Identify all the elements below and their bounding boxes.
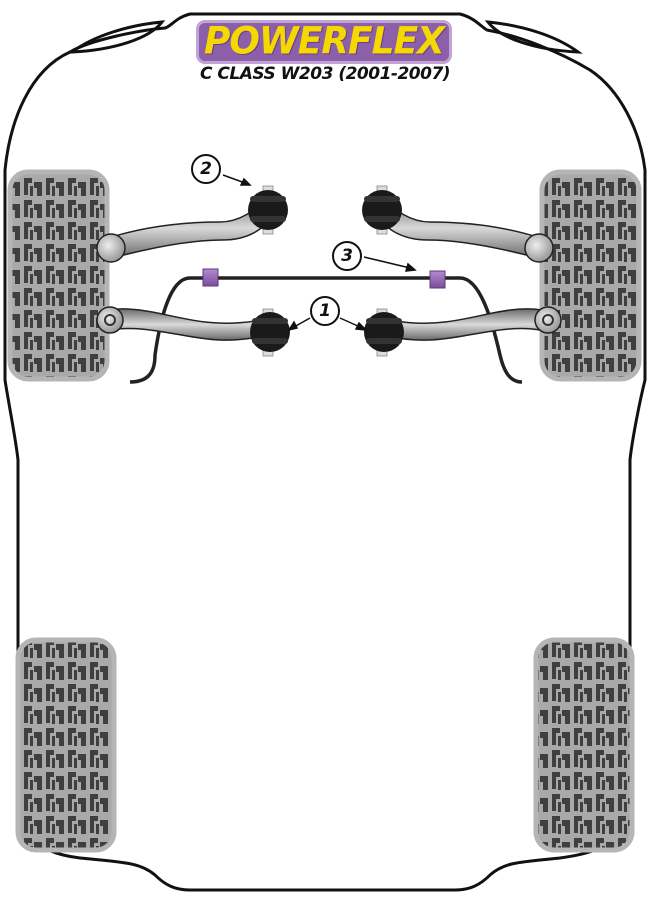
callout-number: 2 [200, 159, 212, 179]
upper-bush-left [248, 185, 288, 235]
upper-bush-right [362, 185, 402, 235]
lower-arm-right [379, 308, 543, 341]
arb-bush-right [429, 270, 446, 289]
wheel-rear-right [533, 637, 635, 853]
left-mirror [67, 20, 166, 54]
arb-bush-left [202, 268, 219, 287]
callout-number: 3 [341, 246, 353, 266]
anti-roll-bar [129, 276, 523, 384]
callout-number: 1 [319, 301, 331, 321]
upper-balljoint-left [96, 233, 126, 263]
vehicle-model-title: C CLASS W203 (2001-2007) [200, 64, 451, 84]
wheel-front-left [7, 169, 110, 382]
lower-balljoint-left [96, 306, 124, 334]
callout-1: 1 [310, 296, 340, 326]
upper-balljoint-right [524, 233, 554, 263]
callout-3: 3 [332, 241, 362, 271]
powerflex-logo: POWERFLEX [196, 20, 452, 64]
brand-name: POWERFLEX [204, 19, 445, 63]
leader-arrows [222, 174, 417, 332]
lower-bush-left [250, 308, 290, 357]
callout-2: 2 [191, 154, 221, 184]
wheel-rear-left [15, 637, 117, 853]
wheel-front-right [539, 169, 642, 382]
lower-balljoint-right [534, 306, 562, 334]
lower-bush-right [364, 308, 404, 357]
right-mirror [484, 20, 583, 54]
lower-arm-left [107, 308, 271, 341]
